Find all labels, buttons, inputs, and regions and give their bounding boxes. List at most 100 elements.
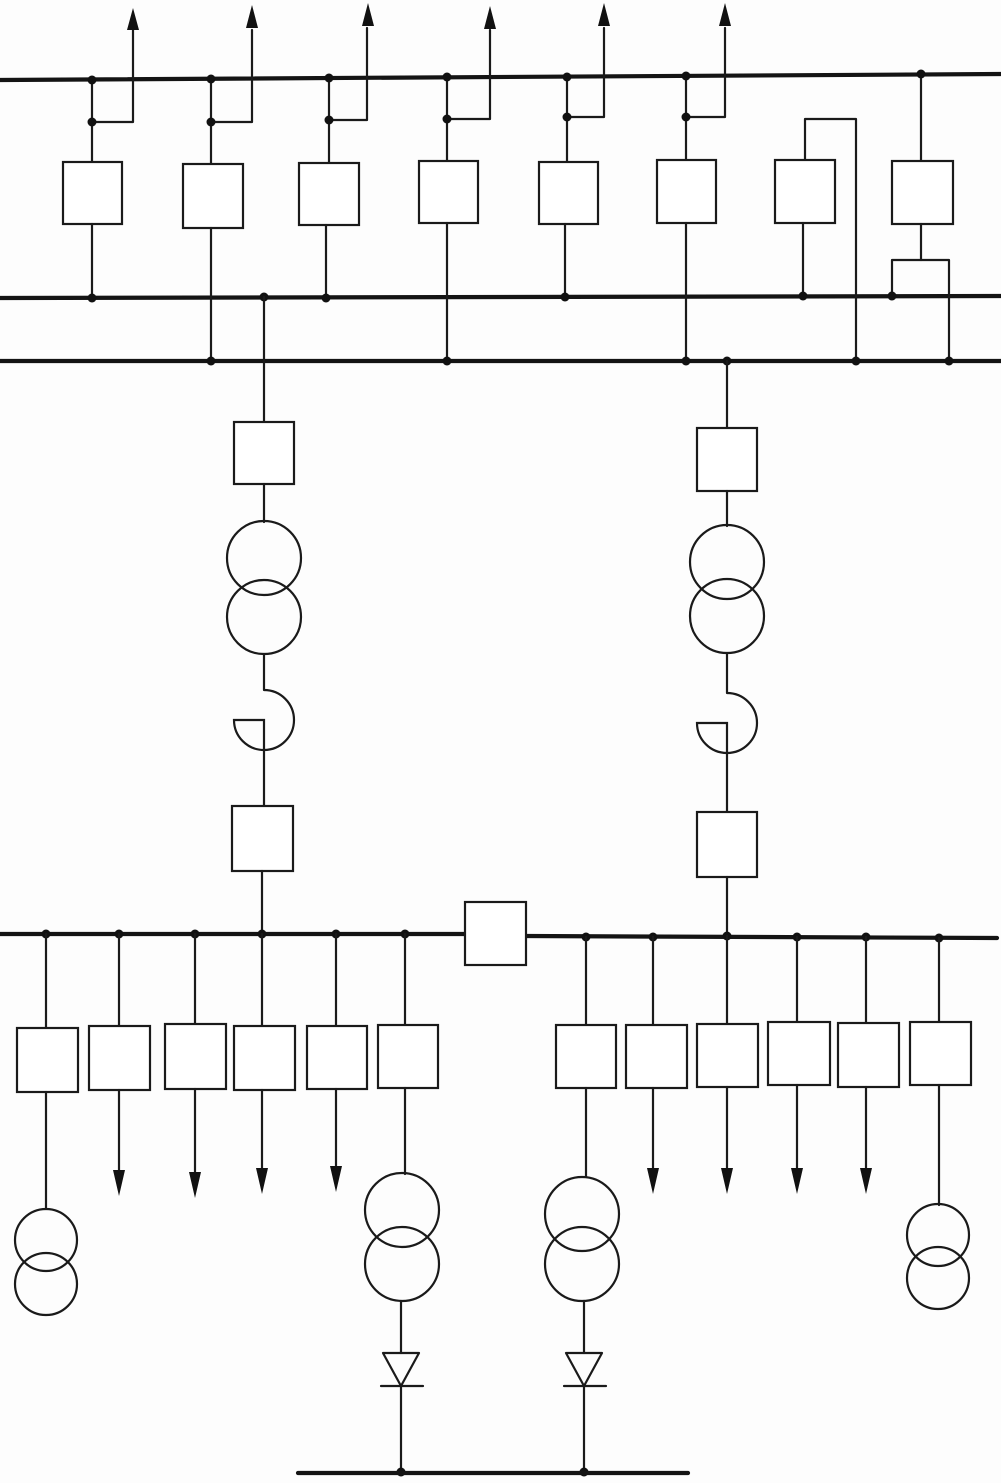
lv-feeder-left-4 — [232, 929, 297, 1194]
lv-feeder-right-3 — [695, 931, 760, 1194]
breaker-icon — [695, 426, 759, 493]
breaker-icon — [836, 1021, 901, 1089]
breaker-icon — [232, 420, 296, 486]
arrow-icon — [330, 1166, 342, 1192]
junction-dot-icon — [206, 117, 216, 127]
diode-icon — [562, 1351, 608, 1388]
breaker-icon — [297, 161, 361, 227]
junction-dot-icon — [324, 115, 334, 125]
arrow-icon — [791, 1168, 803, 1194]
hv-bay-2 — [181, 5, 258, 366]
junction-dot-icon — [798, 291, 808, 301]
arrow-icon — [719, 3, 731, 26]
two-winding-transformer-icon — [363, 1171, 441, 1303]
junction-dot-icon — [887, 291, 897, 301]
junction-dot-icon — [442, 356, 452, 366]
arrow-icon — [362, 3, 374, 26]
lv-bus-section-right — [522, 933, 1000, 941]
breaker-icon — [417, 159, 480, 225]
junction-dot-icon — [321, 293, 331, 303]
breaker-icon — [15, 1026, 80, 1094]
breaker-icon — [537, 160, 600, 226]
lv-feeder-right-6-aux-transformer — [905, 933, 973, 1311]
breaker-icon — [61, 160, 124, 226]
junction-dot-icon — [442, 72, 452, 82]
hv-bay-1 — [61, 8, 139, 303]
two-winding-transformer-icon — [905, 1202, 971, 1311]
hv-bay-7-coupler — [773, 117, 861, 366]
two-winding-transformer-icon — [225, 519, 303, 656]
lv-feeder-left-3 — [163, 929, 228, 1198]
bus-section-breaker-icon — [463, 900, 528, 967]
junction-dot-icon — [851, 356, 861, 366]
arrow-icon — [860, 1168, 872, 1194]
feeder-tap — [209, 28, 254, 124]
lv-feeder-left-5 — [305, 929, 369, 1192]
arrow-icon — [647, 1168, 659, 1194]
lv-feeder-left-1-aux-transformer — [13, 929, 80, 1317]
hv-bay-4 — [417, 6, 496, 366]
two-winding-transformer-icon — [543, 1175, 621, 1303]
junction-dot-icon — [562, 72, 572, 82]
breaker-icon — [773, 158, 837, 225]
breaker-icon — [695, 1022, 760, 1089]
lv-feeder-right-4 — [766, 932, 832, 1194]
main-transformer-circuit-right — [688, 356, 766, 938]
breaker-icon — [624, 1023, 689, 1090]
breaker-icon — [305, 1024, 369, 1091]
breaker-icon — [766, 1020, 832, 1087]
breaker-icon — [230, 804, 295, 873]
junction-dot-icon — [206, 74, 216, 84]
junction-dot-icon — [560, 292, 570, 302]
two-winding-transformer-icon — [688, 523, 766, 655]
arrow-icon — [113, 1170, 125, 1196]
junction-dot-icon — [87, 117, 97, 127]
arrow-icon — [721, 1168, 733, 1194]
feeder-tap — [90, 28, 135, 124]
hv-bus-middle — [0, 293, 1001, 301]
junction-dot-icon — [87, 75, 97, 85]
breaker-icon — [655, 158, 718, 225]
junction-dot-icon — [681, 356, 691, 366]
breaker-icon — [232, 1024, 297, 1092]
arrow-icon — [598, 3, 610, 26]
lv-feeder-left-2 — [87, 929, 152, 1196]
arrow-icon — [256, 1168, 268, 1194]
lv-feeder-right-2 — [624, 932, 689, 1194]
reactor-icon — [695, 691, 759, 755]
breaker-icon — [890, 159, 955, 226]
junction-dot-icon — [324, 73, 334, 83]
junction-dot-icon — [944, 356, 954, 366]
lv-feeder-left-6-rectifier — [363, 929, 441, 1477]
arrow-icon — [189, 1172, 201, 1198]
hv-bay-6 — [655, 3, 731, 366]
breaker-icon — [908, 1020, 973, 1087]
breaker-icon — [695, 810, 759, 879]
hv-bus-top — [0, 71, 1001, 83]
hv-bay-3 — [297, 3, 374, 303]
feeder-tap — [684, 26, 727, 119]
junction-dot-icon — [442, 114, 452, 124]
breaker-icon — [163, 1022, 228, 1091]
arrow-icon — [127, 8, 139, 30]
hv-bay-8-coupler — [887, 69, 955, 366]
breaker-icon — [87, 1024, 152, 1092]
main-transformer-circuit-left — [225, 292, 303, 936]
diode-icon — [379, 1351, 425, 1388]
junction-dot-icon — [681, 112, 691, 122]
feeder-tap — [327, 26, 369, 122]
reactor-icon — [232, 688, 296, 752]
junction-dot-icon — [916, 69, 926, 79]
feeder-tap — [565, 26, 606, 119]
junction-dot-icon — [562, 112, 572, 122]
breaker-icon — [376, 1023, 440, 1090]
arrow-icon — [246, 5, 258, 28]
feeder-tap — [445, 28, 492, 121]
lv-feeder-right-5 — [836, 932, 901, 1194]
junction-dot-icon — [206, 356, 216, 366]
lv-feeder-right-1-rectifier — [543, 932, 621, 1477]
junction-dot-icon — [87, 293, 97, 303]
hv-bay-5 — [537, 3, 610, 302]
